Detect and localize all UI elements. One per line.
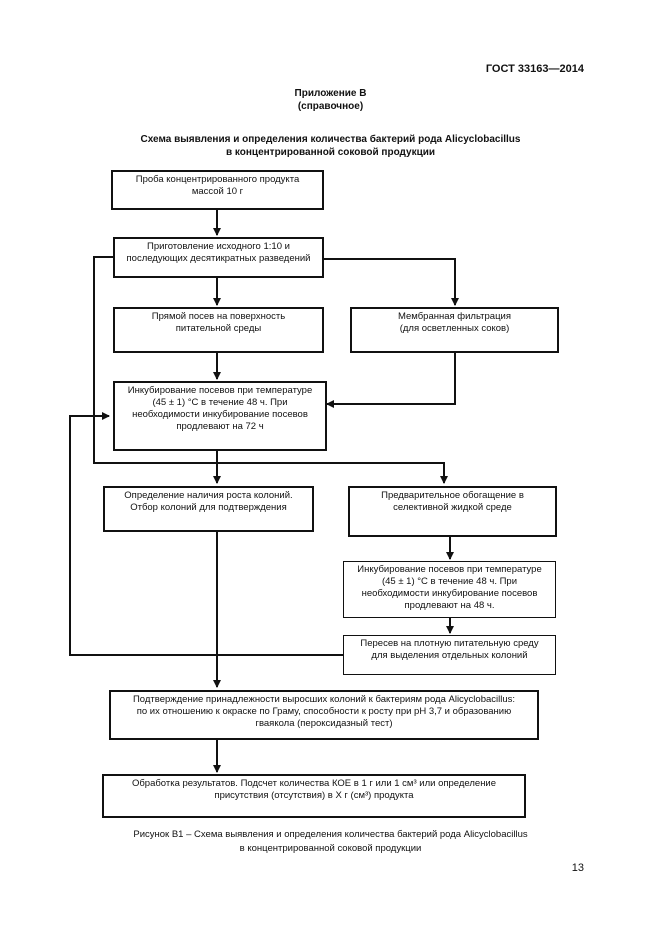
box-incubation-1: Инкубирование посевов при температуре (4… — [113, 381, 327, 451]
scheme-title-line-1: Схема выявления и определения количества… — [140, 134, 521, 145]
box-membrane-filtration: Мембранная фильтрация (для осветленных с… — [350, 307, 559, 353]
figure-caption-line-1: Рисунок В1 – Схема выявления и определен… — [133, 829, 528, 840]
box-results: Обработка результатов. Подсчет количеств… — [102, 774, 526, 818]
scheme-title-line-2: в концентрированной соковой продукции — [225, 147, 436, 158]
line-dilution-loop — [93, 256, 448, 484]
box-enrichment: Предварительное обогащение в селективной… — [348, 486, 557, 537]
box-confirmation: Подтверждение принадлежности выросших ко… — [109, 690, 539, 740]
arrow-dilution-to-membrane — [324, 258, 459, 306]
arrow-replating-to-incubation — [69, 412, 343, 656]
box-dilution: Приготовление исходного 1:10 и последующ… — [113, 237, 324, 278]
box-direct-plating: Прямой посев на поверхность питательной … — [113, 307, 324, 353]
document-code: ГОСТ 33163—2014 — [485, 63, 584, 75]
box-incubation-2: Инкубирование посевов при температуре (4… — [343, 561, 556, 618]
appendix-note: (справочное) — [297, 101, 364, 112]
box-growth-check: Определение наличия роста колоний. Отбор… — [103, 486, 314, 532]
box-sample: Проба концентрированного продукта массой… — [111, 170, 324, 210]
page-number: 13 — [571, 862, 584, 874]
box-replating: Пересев на плотную питательную среду для… — [343, 635, 556, 675]
appendix-title: Приложение В — [294, 88, 367, 99]
figure-caption-line-2: в концентрированной соковой продукции — [239, 843, 422, 854]
arrow-membrane-to-incubation — [326, 353, 456, 408]
